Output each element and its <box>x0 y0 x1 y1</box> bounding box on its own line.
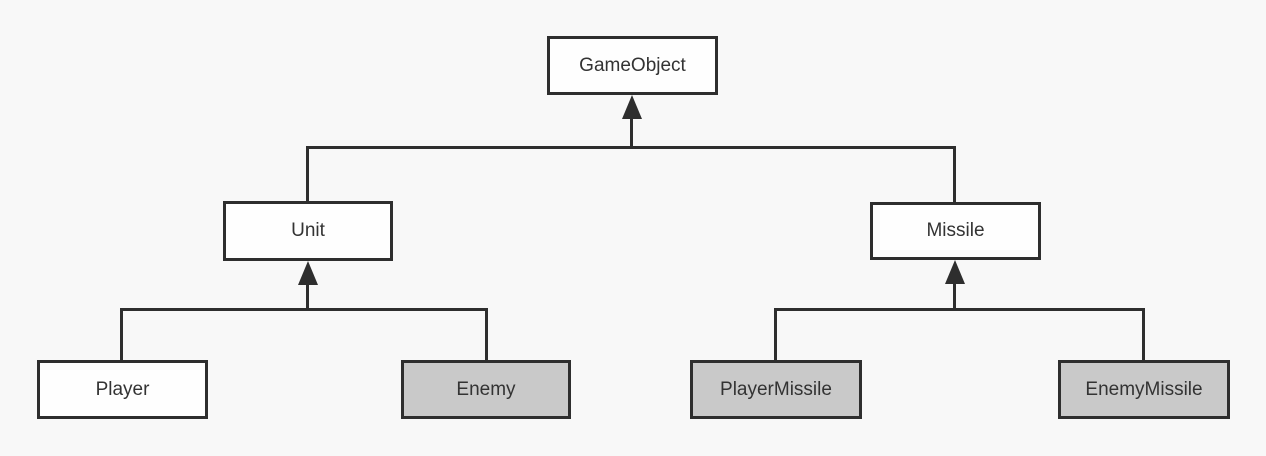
node-playermissile: PlayerMissile <box>690 360 862 419</box>
inheritance-arrowhead-to-gameobject <box>622 95 642 119</box>
node-enemymissile-label: EnemyMissile <box>1085 378 1203 400</box>
connector-drop-playermissile <box>774 308 777 363</box>
node-enemymissile: EnemyMissile <box>1058 360 1230 419</box>
node-player-label: Player <box>95 378 150 400</box>
connector-drop-enemymissile <box>1142 308 1145 363</box>
node-enemy-label: Enemy <box>456 378 516 400</box>
connector-shaft-unit <box>306 282 309 311</box>
node-missile-label: Missile <box>926 220 985 241</box>
node-player: Player <box>37 360 208 419</box>
connector-horizontal-left <box>120 308 488 311</box>
node-gameobject-label: GameObject <box>579 54 686 76</box>
connector-shaft-missile <box>953 281 956 311</box>
connector-drop-enemy <box>485 308 488 363</box>
connector-horizontal-right <box>774 308 1145 311</box>
inheritance-arrowhead-to-missile <box>945 260 965 284</box>
node-enemy: Enemy <box>401 360 571 419</box>
connector-drop-unit <box>306 146 309 204</box>
inheritance-arrowhead-to-unit <box>298 261 318 285</box>
node-playermissile-label: PlayerMissile <box>720 378 832 400</box>
connector-drop-missile <box>953 146 956 205</box>
connector-drop-player <box>120 308 123 363</box>
connector-horizontal-top <box>306 146 956 149</box>
node-unit-label: Unit <box>291 220 325 241</box>
node-unit: Unit <box>223 201 393 261</box>
node-gameobject: GameObject <box>547 36 718 95</box>
node-missile: Missile <box>870 202 1041 260</box>
connector-shaft-gameobject <box>630 116 633 149</box>
